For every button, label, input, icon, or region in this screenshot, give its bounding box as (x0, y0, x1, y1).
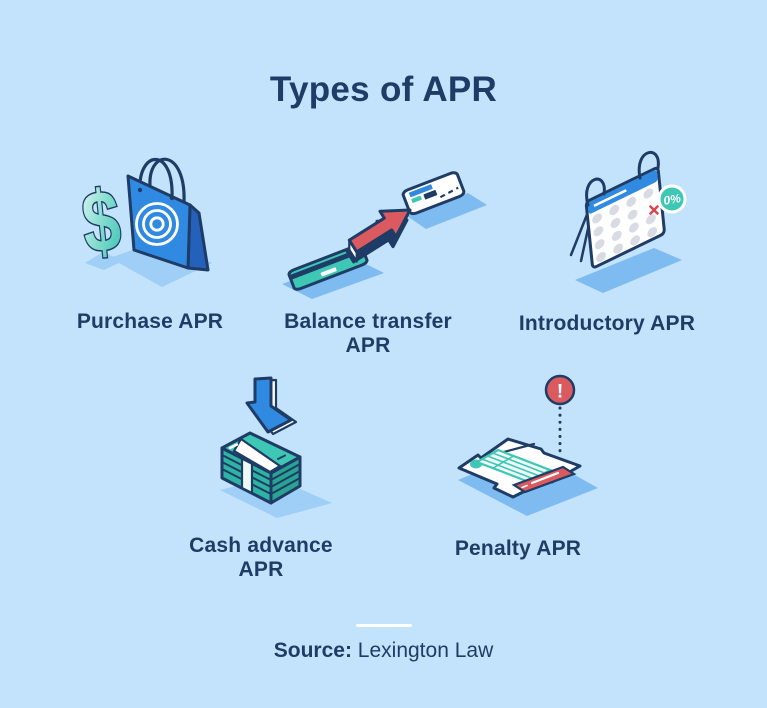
divider-line (355, 624, 412, 627)
dollar-sign-icon: $ (76, 171, 126, 273)
penalty-document-icon: ! (457, 374, 598, 516)
shopping-bag-dollar-icon: $ (76, 157, 212, 287)
red-stamp (511, 465, 577, 494)
money-stack (220, 431, 302, 505)
red-x-mark-icon (649, 205, 659, 215)
warning-badge: ! (544, 374, 576, 406)
credit-card-transfer-icon (282, 146, 487, 299)
apr-item-introductory: 0% Introductory APR (512, 142, 702, 336)
source-block: Source: Lexington Law (0, 624, 767, 663)
apr-item-cash-advance: Cash advance APR (168, 360, 354, 582)
zero-percent-badge: 0% (657, 184, 687, 214)
svg-text:!: ! (557, 382, 563, 403)
source-label: Source: (273, 639, 352, 662)
calendar-zero-percent-icon: 0% (569, 151, 687, 293)
page-title: Types of APR (269, 70, 498, 109)
apr-label: Purchase APR (76, 310, 224, 333)
svg-text:0%: 0% (662, 191, 682, 208)
white-credit-card (402, 171, 465, 215)
apr-label: Penalty APR (454, 537, 582, 560)
apr-label: Introductory APR (518, 312, 696, 335)
calendar-page (586, 167, 665, 268)
source-value: Lexington Law (357, 639, 494, 662)
apr-label: Cash advance APR (189, 534, 333, 581)
cash-stack-down-arrow-icon (220, 376, 332, 518)
apr-label: Balance transfer APR (284, 310, 452, 357)
transfer-arrow-icon (344, 208, 412, 264)
apr-item-penalty: ! Penalty APR (420, 358, 616, 561)
down-arrow-icon (245, 376, 298, 436)
source-text: Source: Lexington Law (0, 639, 767, 663)
apr-item-balance-transfer: Balance transfer APR (262, 146, 487, 358)
svg-text:$: $ (78, 172, 125, 271)
apr-item-purchase: $ Purchase APR (58, 140, 242, 334)
